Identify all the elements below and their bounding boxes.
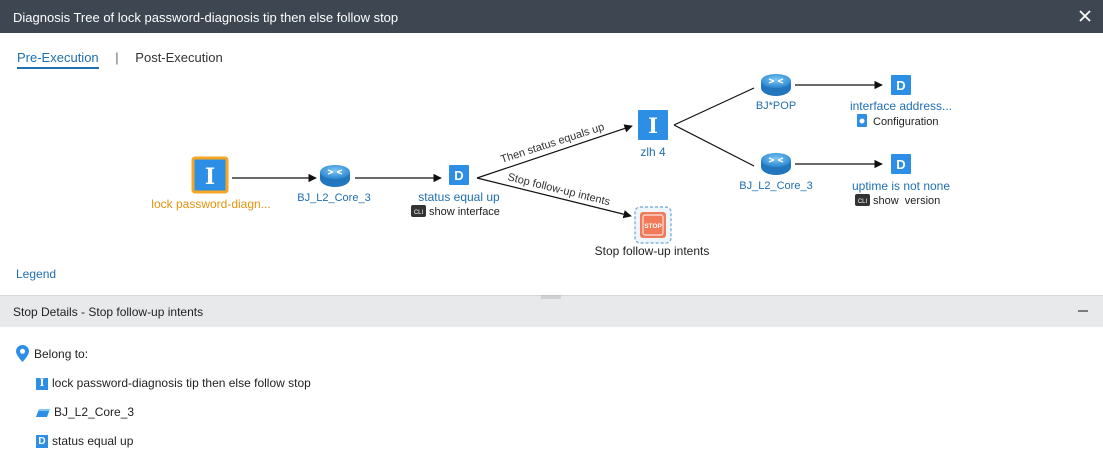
diagnosis-d-icon: D [36,435,48,449]
tree-node-root[interactable]: I lock password-diagn... [151,156,271,211]
belong-to-label: Belong to: [34,347,89,361]
edge-zlh-to-pop [673,87,755,126]
stop-node-label: Stop follow-up intents [595,244,710,258]
belong-item-device[interactable]: BJ_L2_Core_3 [36,405,134,419]
core3-first-label: BJ_L2_Core_3 [297,192,370,204]
svg-text:STOP: STOP [644,223,662,230]
location-pin-icon [16,345,29,362]
router-icon [319,164,351,188]
zlh-node-label: zlh 4 [640,145,666,159]
diagnosis-d-icon [891,75,911,95]
edge-status-to-stop [476,177,632,219]
tree-node-core3-second[interactable]: BJ_L2_Core_3 [739,152,813,192]
interface-node-label: interface address... [850,99,952,113]
tree-edges [232,80,883,219]
legend-link[interactable]: Legend [16,267,57,281]
edge-label-then-status: Then status equals up [499,121,606,166]
intent-icon: I [36,377,48,390]
root-node-label: lock password-diagn... [151,197,270,211]
tree-node-zlh[interactable]: I zlh 4 [638,110,668,159]
belong-item-label: status equal up [52,434,134,448]
stop-icon [640,212,666,238]
pop-node-label: BJ*POP [756,100,796,112]
cli-icon [855,194,870,206]
diagnosis-d-icon [449,165,469,185]
device-icon [36,408,50,417]
tab-pre-execution[interactable]: Pre-Execution [17,50,99,69]
cli-icon [411,205,426,217]
window-title: Diagnosis Tree of lock password-diagnosi… [13,10,399,25]
diagnosis-d-icon [891,154,911,174]
router-icon [760,152,792,176]
interface-sub-label: Configuration [873,116,938,128]
tree-node-uptime[interactable]: D uptime is not none CLI show version [852,154,950,207]
router-icon [760,73,792,97]
svg-text:CLI: CLI [858,199,868,205]
svg-text:CLI: CLI [414,210,424,216]
tree-node-stop[interactable]: STOP Stop follow-up intents [595,206,710,258]
svg-text:I: I [205,164,215,190]
diagnosis-tree-canvas: Then status equals up Stop follow-up int… [151,73,952,258]
edge-label-stop-intents: Stop follow-up intents [506,171,611,208]
stop-details-header: Stop Details - Stop follow-up intents [0,295,1103,327]
belong-item-label: BJ_L2_Core_3 [54,405,135,419]
minus-icon[interactable] [1077,305,1089,317]
tab-post-execution[interactable]: Post-Execution [135,50,223,65]
belong-item-label: lock password-diagnosis tip then else fo… [52,376,311,390]
stop-details-title: Stop Details - Stop follow-up intents [13,305,204,319]
edge-status-to-zlh [476,124,633,179]
core3-second-label: BJ_L2_Core_3 [739,180,812,192]
status-sub-label: show interface [429,206,500,218]
tree-node-interface[interactable]: D interface address... Configuration [850,75,952,128]
tree-node-status[interactable]: D status equal up CLI show interface [411,165,500,218]
uptime-node-label: uptime is not none [852,179,950,193]
edge-zlh-to-core3b [673,124,755,167]
uptime-sub-label: show version [873,195,940,207]
svg-text:D: D [896,78,905,93]
close-icon[interactable] [1075,6,1095,26]
svg-text:D: D [896,157,905,172]
svg-text:I: I [648,113,658,138]
intent-icon [638,110,668,140]
resize-grip-icon[interactable] [541,295,561,299]
tab-separator: | [115,50,119,65]
execution-tabs: Pre-Execution | Post-Execution [17,50,223,69]
svg-text:D: D [454,168,463,183]
title-bar: Diagnosis Tree of lock password-diagnosi… [0,0,1103,33]
intent-icon [191,156,229,194]
tree-node-pop[interactable]: BJ*POP [756,73,796,112]
tree-node-core3-first[interactable]: BJ_L2_Core_3 [297,164,371,204]
status-node-label: status equal up [418,190,500,204]
